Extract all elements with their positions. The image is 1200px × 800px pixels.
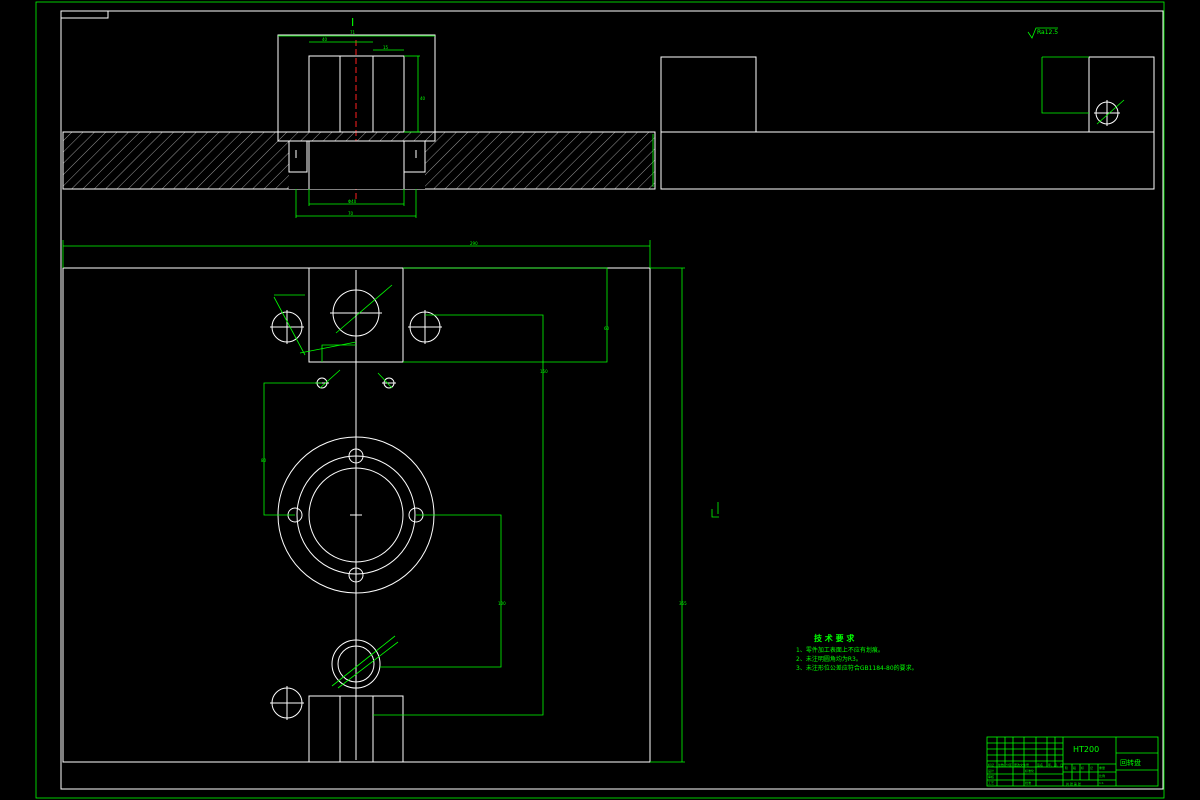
- svg-text:共 张 第 张: 共 张 第 张: [1066, 781, 1081, 786]
- tech-requirements: 技 术 要 求 1、零件加工表面上不应有划痕。 2、未注明圆角均为R3。 3、未…: [796, 633, 918, 672]
- svg-text:70: 70: [348, 211, 354, 216]
- tech-title: 技 术 要 求: [814, 633, 855, 643]
- svg-text:60: 60: [604, 326, 610, 331]
- svg-text:处数: 处数: [998, 762, 1004, 767]
- svg-text:工艺: 工艺: [988, 780, 994, 785]
- svg-text:1:1: 1:1: [1099, 781, 1104, 785]
- surface-finish: Ra12.5: [1037, 29, 1058, 36]
- drawing-frame: [60, 10, 1164, 790]
- section-mark: Ⅰ: [351, 16, 354, 29]
- svg-text:批准: 批准: [1025, 780, 1031, 785]
- svg-text:标准化: 标准化: [1025, 768, 1034, 773]
- material-label: HT200: [1073, 745, 1099, 754]
- part-name: 回转盘: [1120, 758, 1141, 767]
- svg-text:更改文件号: 更改文件号: [1014, 762, 1029, 767]
- svg-text:重量: 重量: [1099, 765, 1105, 770]
- svg-text:阶: 阶: [1065, 765, 1068, 770]
- svg-text:355: 355: [679, 601, 687, 606]
- svg-text:100: 100: [498, 601, 506, 606]
- tech-item-3: 3、未注形位公差应符合GB1184-80的要求。: [796, 664, 918, 672]
- svg-text:15: 15: [383, 45, 389, 50]
- svg-text:年、月、日: 年、月、日: [1048, 762, 1063, 767]
- section-view: Ⅰ 71 40 15 40 Φ40 70: [62, 16, 656, 218]
- tech-item-2: 2、未注明圆角均为R3。: [796, 655, 862, 663]
- svg-text:分区: 分区: [1006, 762, 1012, 767]
- svg-text:Φ40: Φ40: [348, 199, 357, 204]
- plan-view: 290 355 60 150 80 100: [62, 240, 719, 763]
- svg-text:290: 290: [470, 241, 478, 246]
- svg-text:审核: 审核: [988, 774, 994, 779]
- svg-text:标记: 标记: [988, 762, 994, 767]
- svg-text:签名: 签名: [1037, 762, 1043, 767]
- side-view: Ra12.5: [660, 27, 1155, 190]
- svg-text:40: 40: [322, 37, 328, 42]
- tech-item-1: 1、零件加工表面上不应有划痕。: [796, 646, 884, 654]
- svg-text:标: 标: [1081, 765, 1084, 770]
- svg-text:段: 段: [1073, 765, 1076, 770]
- svg-text:设计: 设计: [988, 768, 994, 773]
- svg-text:40: 40: [420, 96, 426, 101]
- sheet-border: [35, 1, 1165, 799]
- frame-corner-box: [60, 10, 109, 19]
- svg-text:比例: 比例: [1099, 773, 1105, 778]
- svg-text:记: 记: [1090, 765, 1093, 770]
- svg-text:150: 150: [540, 369, 548, 374]
- svg-text:80: 80: [261, 458, 267, 463]
- svg-text:71: 71: [350, 30, 356, 35]
- title-block: 标记 处数 分区 更改文件号 签名 年、月、日 设计 审核 工艺 标准化 批准 …: [986, 736, 1159, 787]
